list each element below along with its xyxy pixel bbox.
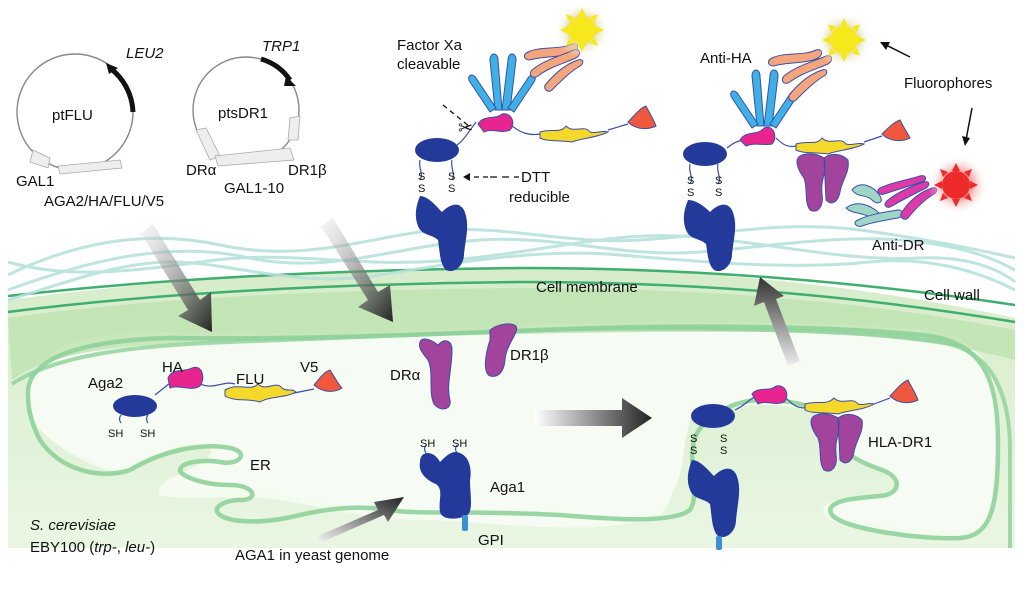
anti-dr-secondary-antibody <box>877 175 938 220</box>
ha-tag <box>477 113 514 133</box>
fluorophore-yellow <box>554 2 610 58</box>
plasmid-insert: AGA2/HA/FLU/V5 <box>44 193 164 210</box>
sh-label: SH <box>140 428 155 440</box>
dtt-label-line2: reducible <box>509 189 570 206</box>
strain-label: EBY100 (trp-, leu-) <box>30 539 155 556</box>
arrow-ptsdr1-to-cell <box>318 218 393 322</box>
gpi-label: GPI <box>478 532 504 549</box>
dr1-beta-label: DR1β <box>510 347 549 364</box>
aga2-domain <box>113 395 157 417</box>
plasmid-marker-trp1: TRP1 <box>262 38 300 55</box>
aga1-label: Aga1 <box>490 479 525 496</box>
arrow-ptflu-to-cell <box>138 224 212 332</box>
pointer-arrow <box>883 43 911 58</box>
plasmid-promoter-gal1-10: GAL1-10 <box>224 180 284 197</box>
flu-peptide <box>804 397 876 415</box>
svg-text:S: S <box>690 433 697 445</box>
ha-tag <box>739 126 776 147</box>
dr-alpha-label: DRα <box>390 367 421 384</box>
hla-chains-intracellular: DRα DR1β <box>390 323 549 410</box>
ha-tag <box>167 366 204 389</box>
svg-text:S: S <box>418 183 425 195</box>
ha-label: HA <box>162 359 183 376</box>
sh-label: SH <box>420 438 435 450</box>
cell-wall-label: Cell wall <box>924 287 980 304</box>
flu-peptide <box>539 125 610 143</box>
svg-text:S: S <box>720 433 727 445</box>
v5-label: V5 <box>300 359 318 376</box>
factor-xa-label: Factor Xa <box>397 37 463 54</box>
arrow-assembly <box>535 398 652 438</box>
hla-dr1-surface <box>796 153 849 212</box>
v5-tag <box>313 369 343 392</box>
flu-peptide <box>224 383 297 403</box>
plasmid-gene-dra: DRα <box>186 162 217 179</box>
v5-tag <box>881 119 911 142</box>
dtt-label: DTT <box>521 169 550 186</box>
hla-dr1 <box>810 413 863 472</box>
fluorophore-red <box>928 155 988 215</box>
svg-text:S: S <box>715 175 722 187</box>
trp1-marker <box>260 56 293 82</box>
plasmid-ptsdr1: ptsDR1 TRP1 DRα DR1β GAL1-10 <box>186 38 327 197</box>
flu-peptide <box>795 137 866 155</box>
cell-labels: Cell membrane Cell wall ER S. cerevisiae… <box>30 279 980 564</box>
gpi-anchor <box>462 515 468 531</box>
er-label: ER <box>250 457 271 474</box>
factor-xa-label-line2: cleavable <box>397 56 460 73</box>
fluorophore-yellow <box>816 12 872 68</box>
surface-complex-left: ✂ SS SS <box>397 2 657 272</box>
svg-text:S: S <box>690 445 697 457</box>
aga1-membrane-anchor: SH SH Aga1 GPI <box>419 438 525 549</box>
svg-text:S: S <box>687 175 694 187</box>
anti-ha-antibody <box>468 53 536 113</box>
interior-fill <box>30 322 996 531</box>
arrow-aga1-genome <box>318 497 404 542</box>
aga1-domain <box>419 452 471 519</box>
anti-ha-label: Anti-HA <box>700 50 752 67</box>
svg-text:S: S <box>448 171 455 183</box>
er-membrane-left <box>25 394 131 476</box>
arrow-to-surface <box>754 277 802 366</box>
aga1-genome-label: AGA1 in yeast genome <box>235 547 389 564</box>
v5-tag <box>889 379 919 404</box>
svg-text:S: S <box>448 183 455 195</box>
svg-text:S: S <box>687 187 694 199</box>
plasmid-name-ptflu: ptFLU <box>52 107 93 124</box>
aga2-label: Aga2 <box>88 375 123 392</box>
cell-membrane-line-outer <box>7 266 1016 307</box>
svg-text:S: S <box>715 187 722 199</box>
cell-membrane-line-inner <box>7 280 1016 324</box>
aga2-fusion-intracellular: SH SH Aga2 HA FLU V5 <box>88 359 343 440</box>
plasmid-name-ptsdr1: ptsDR1 <box>218 105 268 122</box>
plasmid-promoter-gal1: GAL1 <box>16 173 54 190</box>
plasmid-ptflu: ptFLU LEU2 GAL1 AGA2/HA/FLU/V5 <box>16 45 164 210</box>
anti-dr-label: Anti-DR <box>872 237 925 254</box>
anti-dr-antibody <box>845 184 903 227</box>
secondary-antibody <box>767 49 833 102</box>
dr1-beta-chain <box>484 323 518 377</box>
assembled-complex-intracellular: SS SS HLA-DR1 <box>687 379 932 550</box>
v5-tag <box>627 105 657 130</box>
svg-text:S: S <box>418 171 425 183</box>
hla-dr1-label: HLA-DR1 <box>868 434 932 451</box>
leu2-marker <box>108 66 136 113</box>
ha-tag <box>751 385 788 405</box>
svg-text:S: S <box>720 445 727 457</box>
sh-label: SH <box>108 428 123 440</box>
pointer-arrow <box>965 107 973 141</box>
dr-alpha-chain <box>419 338 453 410</box>
flu-label: FLU <box>236 371 264 388</box>
sh-label: SH <box>452 438 467 450</box>
plasmid-marker-leu2: LEU2 <box>126 45 164 62</box>
fluorophores-label: Fluorophores <box>904 75 992 92</box>
cell-membrane-label: Cell membrane <box>536 279 638 296</box>
surface-complex-right: SS SS Anti-HA Fluorophores Anti-DR <box>683 12 992 272</box>
process-arrows <box>138 218 802 542</box>
scissors-icon: ✂ <box>458 118 473 138</box>
organism-label: S. cerevisiae <box>30 517 116 534</box>
plasmid-gene-dr1b: DR1β <box>288 162 327 179</box>
er-membrane <box>25 324 1001 541</box>
